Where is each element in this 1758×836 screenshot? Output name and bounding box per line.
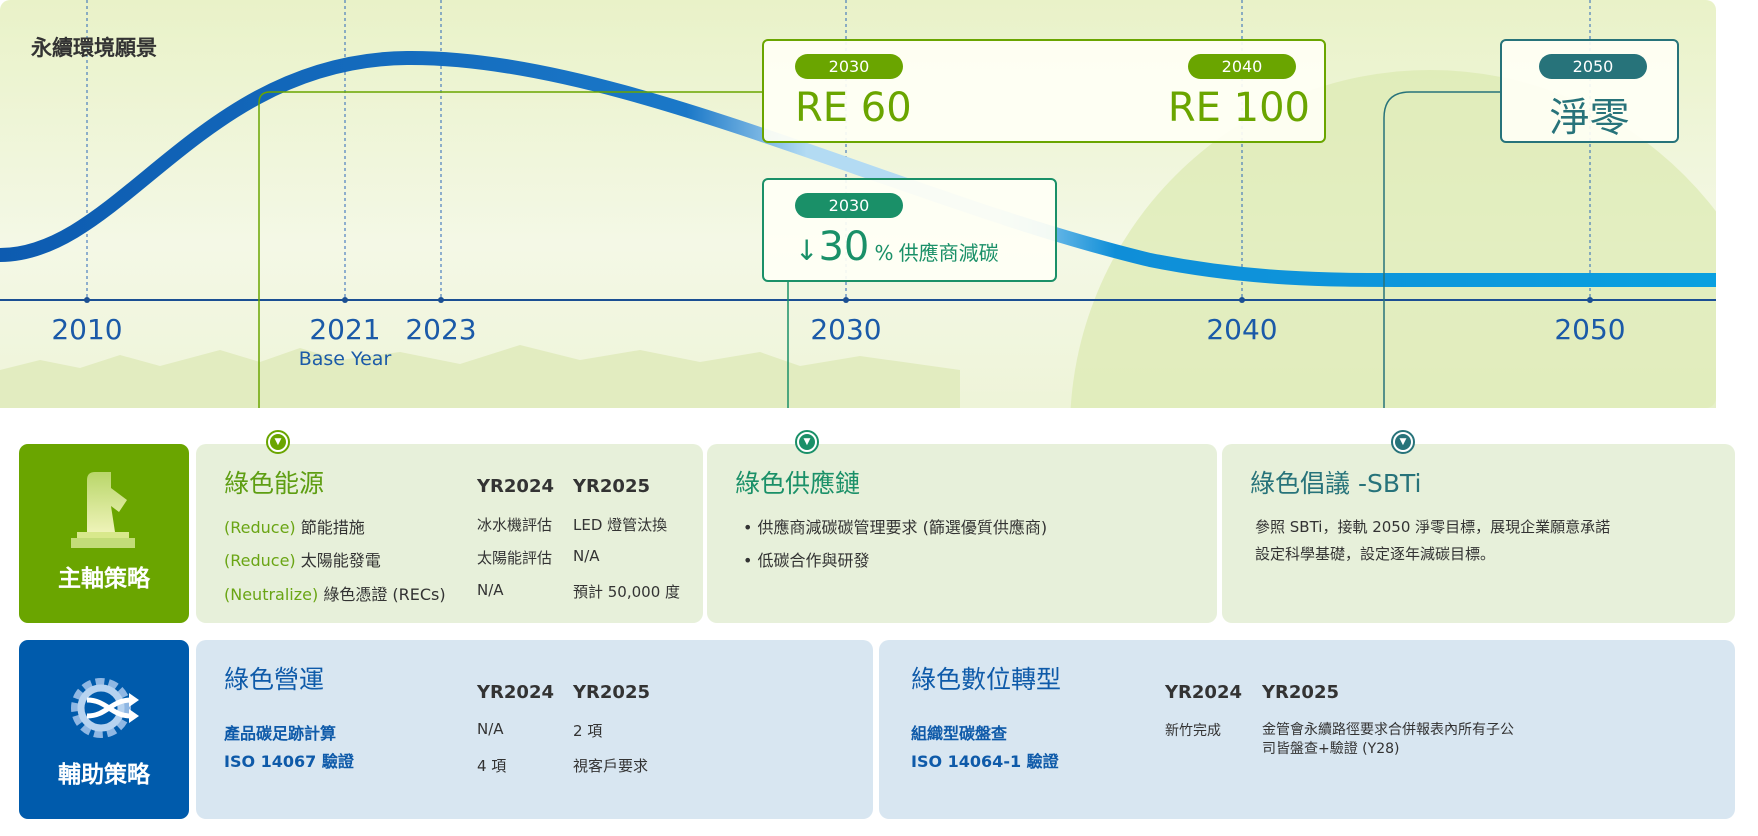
green-digital-panel: 綠色數位轉型 YR2024 YR2025 組織型碳盤查 ISO 14064-1 …	[879, 640, 1735, 819]
connector-node: ▼	[795, 430, 819, 454]
column-header: YR2025	[1262, 682, 1339, 703]
column-header: YR2024	[1165, 682, 1242, 703]
yr2025-value: LED 燈管汰換	[573, 516, 668, 534]
yr2024-value: 4 項	[477, 757, 507, 775]
green-sbti-panel: 綠色倡議 -SBTi 參照 SBTi，接軌 2050 淨零目標，展現企業願意承諾…	[1222, 444, 1735, 623]
year-label: 2021	[309, 313, 381, 346]
year-pill: 2040	[1188, 54, 1296, 79]
globe-graphic	[1070, 70, 1716, 408]
bullet-item: 供應商減碳碳管理要求 (篩選優質供應商)	[757, 518, 1048, 537]
netzero-box: 2050 淨零	[1500, 39, 1679, 143]
year-label: 2030	[810, 313, 882, 346]
netzero-label: 淨零	[1549, 95, 1630, 141]
panel-title: 綠色倡議 -SBTi	[1250, 469, 1422, 498]
vision-timeline: 永續環境願景 2010 2021 2023 2030 2040 2050 Bas…	[0, 0, 1716, 408]
column-header: YR2025	[573, 476, 650, 497]
item-label: ISO 14067 驗證	[224, 752, 354, 771]
percent-unit: %	[874, 241, 894, 265]
green-supply-chain-panel: 綠色供應鏈 • 供應商減碳碳管理要求 (篩選優質供應商) • 低碳合作與研發	[707, 444, 1217, 623]
column-header: YR2025	[573, 682, 650, 703]
grass-graphic	[0, 345, 960, 408]
item-label: ISO 14064-1 驗證	[911, 752, 1059, 771]
yr2025-value: 預計 50,000 度	[573, 583, 681, 601]
description-line: 參照 SBTi，接軌 2050 淨零目標，展現企業願意承諾	[1255, 518, 1611, 536]
re60-label: RE 60	[795, 85, 912, 131]
supplier-reduction-label: 供應商減碳	[898, 241, 999, 265]
timeline-graphic	[0, 0, 1716, 408]
down-arrow-icon: ↓	[795, 234, 819, 267]
base-year-label: Base Year	[298, 348, 392, 370]
year-pill: 2050	[1539, 54, 1647, 79]
item-label: 組織型碳盤查	[911, 724, 1008, 743]
neutralize-tag: (Neutralize)	[224, 585, 319, 604]
yr2024-value: N/A	[477, 720, 504, 738]
description-line: 設定科學基礎，設定逐年減碳目標。	[1255, 545, 1496, 563]
year-label: 2040	[1206, 313, 1278, 346]
panel-title: 綠色能源	[224, 469, 325, 498]
reduce-tag: (Reduce)	[224, 518, 296, 537]
main-strategy-label: 主軸策略	[58, 566, 150, 592]
item-label: 太陽能發電	[300, 551, 381, 570]
yr2025-value: 視客戶要求	[573, 757, 649, 775]
vision-title: 永續環境願景	[31, 36, 157, 60]
item-label: 節能措施	[300, 518, 365, 537]
connector-node: ▼	[266, 430, 290, 454]
item-label: 綠色憑證 (RECs)	[323, 585, 446, 604]
reduce-tag: (Reduce)	[224, 551, 296, 570]
yr2024-value: N/A	[477, 581, 504, 599]
renewable-energy-box: 2030 RE 60 2040 RE 100	[762, 39, 1326, 143]
chevron-down-icon: ▼	[799, 434, 815, 450]
chevron-down-icon: ▼	[1395, 434, 1411, 450]
chess-knight-icon	[71, 472, 135, 548]
emission-curve	[0, 50, 1716, 287]
green-energy-panel: 綠色能源 YR2024 YR2025 (Reduce) 節能措施 冰水機評估 L…	[196, 444, 703, 623]
main-strategy-tile: 主軸策略	[19, 444, 189, 623]
year-pill: 2030	[795, 193, 903, 218]
panel-title: 綠色供應鏈	[735, 469, 861, 498]
yr2025-value: N/A	[573, 547, 600, 565]
yr2025-value: 司皆盤查+驗證 (Y28)	[1262, 741, 1400, 757]
bullet-item: 低碳合作與研發	[757, 551, 870, 570]
supplier-reduction-box: 2030 ↓30 % 供應商減碳	[762, 178, 1057, 282]
year-pill: 2030	[795, 54, 903, 79]
year-label: 2023	[405, 313, 477, 346]
re-connector	[258, 91, 762, 408]
gear-shuffle-icon	[71, 678, 139, 738]
panel-title: 綠色營運	[224, 665, 325, 694]
yr2025-value: 金管會永續路徑要求合併報表內所有子公	[1262, 722, 1514, 738]
yr2025-value: 2 項	[573, 722, 603, 740]
panel-title: 綠色數位轉型	[911, 665, 1062, 694]
green-operations-panel: 綠色營運 YR2024 YR2025 產品碳足跡計算 N/A 2 項 ISO 1…	[196, 640, 873, 819]
reduction-value: 30	[818, 224, 870, 270]
year-label: 2050	[1554, 313, 1626, 346]
aux-strategy-tile: 輔助策略	[19, 640, 189, 819]
yr2024-value: 新竹完成	[1165, 723, 1221, 739]
aux-strategy-label: 輔助策略	[58, 762, 150, 788]
yr2024-value: 太陽能評估	[477, 549, 553, 567]
column-header: YR2024	[477, 476, 554, 497]
year-label: 2010	[51, 313, 123, 346]
re100-label: RE 100	[1167, 85, 1310, 131]
column-header: YR2024	[477, 682, 554, 703]
yr2024-value: 冰水機評估	[477, 516, 553, 534]
item-label: 產品碳足跡計算	[224, 724, 337, 743]
netzero-connector	[1383, 91, 1500, 408]
chevron-down-icon: ▼	[270, 434, 286, 450]
connector-node: ▼	[1391, 430, 1415, 454]
